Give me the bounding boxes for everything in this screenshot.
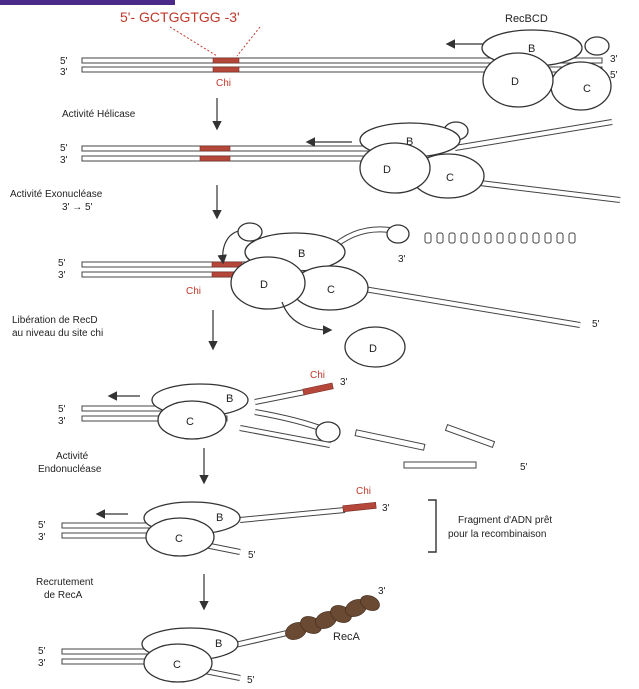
stage4-5prime: 5' xyxy=(58,404,66,415)
stage1-small-lobe xyxy=(585,37,609,55)
stage2-chi-bottom xyxy=(200,156,230,161)
stage1-chi-label: Chi xyxy=(216,78,231,89)
recd-release-label-1: Libération de RecD xyxy=(12,315,98,326)
stage3-3prime-end: 3' xyxy=(398,254,406,265)
recd-release-label-2: au niveau du site chi xyxy=(12,328,103,339)
stage1-protein-C xyxy=(551,62,611,110)
stage1-D-label: D xyxy=(511,76,519,88)
stage5-5prime: 5' xyxy=(38,520,46,531)
stage2-D-label: D xyxy=(383,164,391,176)
stage3-chi-top xyxy=(212,262,242,267)
stage6-3prime: 3' xyxy=(38,658,46,669)
stage-6-reca-recruited: 5' 3' 3' RecA 5' B C xyxy=(38,586,386,684)
reca-label-2: de RecA xyxy=(44,590,83,601)
stage3-small-lobe xyxy=(238,223,262,241)
stage3-long-strand xyxy=(340,285,580,325)
stage1-B-label: B xyxy=(528,43,535,55)
top-cropped-bar xyxy=(0,0,175,5)
stage-4-after-release: 5' 3' Chi 3' B C 5' xyxy=(58,370,528,473)
stage2-chi-top xyxy=(200,146,230,151)
stage5-3prime: 3' xyxy=(38,532,46,543)
stage6-5prime-end: 5' xyxy=(247,675,255,684)
reca-label-1: Recrutement xyxy=(36,577,93,588)
stage5-B-label: B xyxy=(216,512,223,524)
stage3-5prime: 5' xyxy=(58,258,66,269)
stage-1-initial: 5' 3' Chi RecBCD B C D 3' 5' xyxy=(60,13,618,110)
stage1-5prime: 5' xyxy=(60,56,68,67)
stage5-chi xyxy=(343,502,376,511)
stage6-3prime-end: 3' xyxy=(378,586,386,597)
stage4-B-label: B xyxy=(226,393,233,405)
stage2-protein-D xyxy=(360,143,430,193)
stage4-chi-label: Chi xyxy=(310,370,325,381)
stage4-loop xyxy=(255,412,325,430)
stage6-C-label: C xyxy=(173,659,181,671)
stage1-3prime: 3' xyxy=(60,67,68,78)
stage5-C-label: C xyxy=(175,533,183,545)
recbcd-label: RecBCD xyxy=(505,13,548,25)
stage2-top-strand xyxy=(82,146,387,151)
fragment-bracket xyxy=(428,500,436,552)
stage-2-helicase: 5' 3' B C D xyxy=(60,122,620,200)
stage3-chi-label: Chi xyxy=(186,286,201,297)
stage1-C-label: C xyxy=(583,83,591,95)
stage4-up-strand xyxy=(255,392,305,402)
stage3-C-label: C xyxy=(327,284,335,296)
stage-5-ready-fragment: 5' 3' Chi 3' 5' B C xyxy=(38,486,390,561)
fragment-label-2: pour la recombinaison xyxy=(448,529,546,540)
stage3-loop-knob xyxy=(387,225,409,243)
stage4-5prime-end: 5' xyxy=(520,462,528,473)
seq-pointer-right xyxy=(237,27,260,56)
stage2-bottom-strand xyxy=(82,156,387,161)
stage3-B-label: B xyxy=(298,248,305,260)
stage3-3prime: 3' xyxy=(58,270,66,281)
stage2-strand-up xyxy=(455,122,612,148)
exonuclease-label-2: 3' → 5' xyxy=(62,202,93,213)
stage3-D-label: D xyxy=(260,279,268,291)
stage2-C-label: C xyxy=(446,172,454,184)
stage3-5prime-end: 5' xyxy=(592,319,600,330)
chi-sequence-label: 5'- GCTGGTGG -3' xyxy=(120,9,240,25)
stage5-up-strand xyxy=(240,510,345,520)
reca-label: RecA xyxy=(333,631,361,643)
stage4-knob xyxy=(316,422,340,442)
stage2-5prime: 5' xyxy=(60,143,68,154)
stage1-chi-bottom xyxy=(213,67,239,72)
stage1-right-3prime: 3' xyxy=(610,54,618,65)
stage4-chi xyxy=(303,383,334,395)
stage5-chi-label: Chi xyxy=(356,486,371,497)
stage5-5prime-end: 5' xyxy=(248,550,256,561)
stage1-chi-top xyxy=(213,58,239,63)
endonuclease-label-1: Activité xyxy=(56,451,89,462)
seq-pointer-left xyxy=(170,27,217,56)
stage4-3prime-end: 3' xyxy=(340,377,348,388)
stage6-B-label: B xyxy=(215,638,222,650)
stage-3-exonuclease: 5' 3' Chi 5' 3' B xyxy=(58,223,600,367)
stage4-3prime: 3' xyxy=(58,416,66,427)
stage6-5prime: 5' xyxy=(38,646,46,657)
fragment-label-1: Fragment d'ADN prêt xyxy=(458,515,552,526)
exonuclease-label-1: Activité Exonucléase xyxy=(10,189,103,200)
endonuclease-label-2: Endonucléase xyxy=(38,464,102,475)
helicase-label: Activité Hélicase xyxy=(62,109,136,120)
cleaved-fragments xyxy=(355,425,494,468)
stage1-right-5prime: 5' xyxy=(610,70,618,81)
degraded-fragments xyxy=(425,233,575,243)
released-D-label: D xyxy=(369,343,377,355)
stage4-C-label: C xyxy=(186,416,194,428)
stage5-3prime-end: 3' xyxy=(382,503,390,514)
stage2-3prime: 3' xyxy=(60,155,68,166)
stage3-protein-D xyxy=(231,257,305,309)
